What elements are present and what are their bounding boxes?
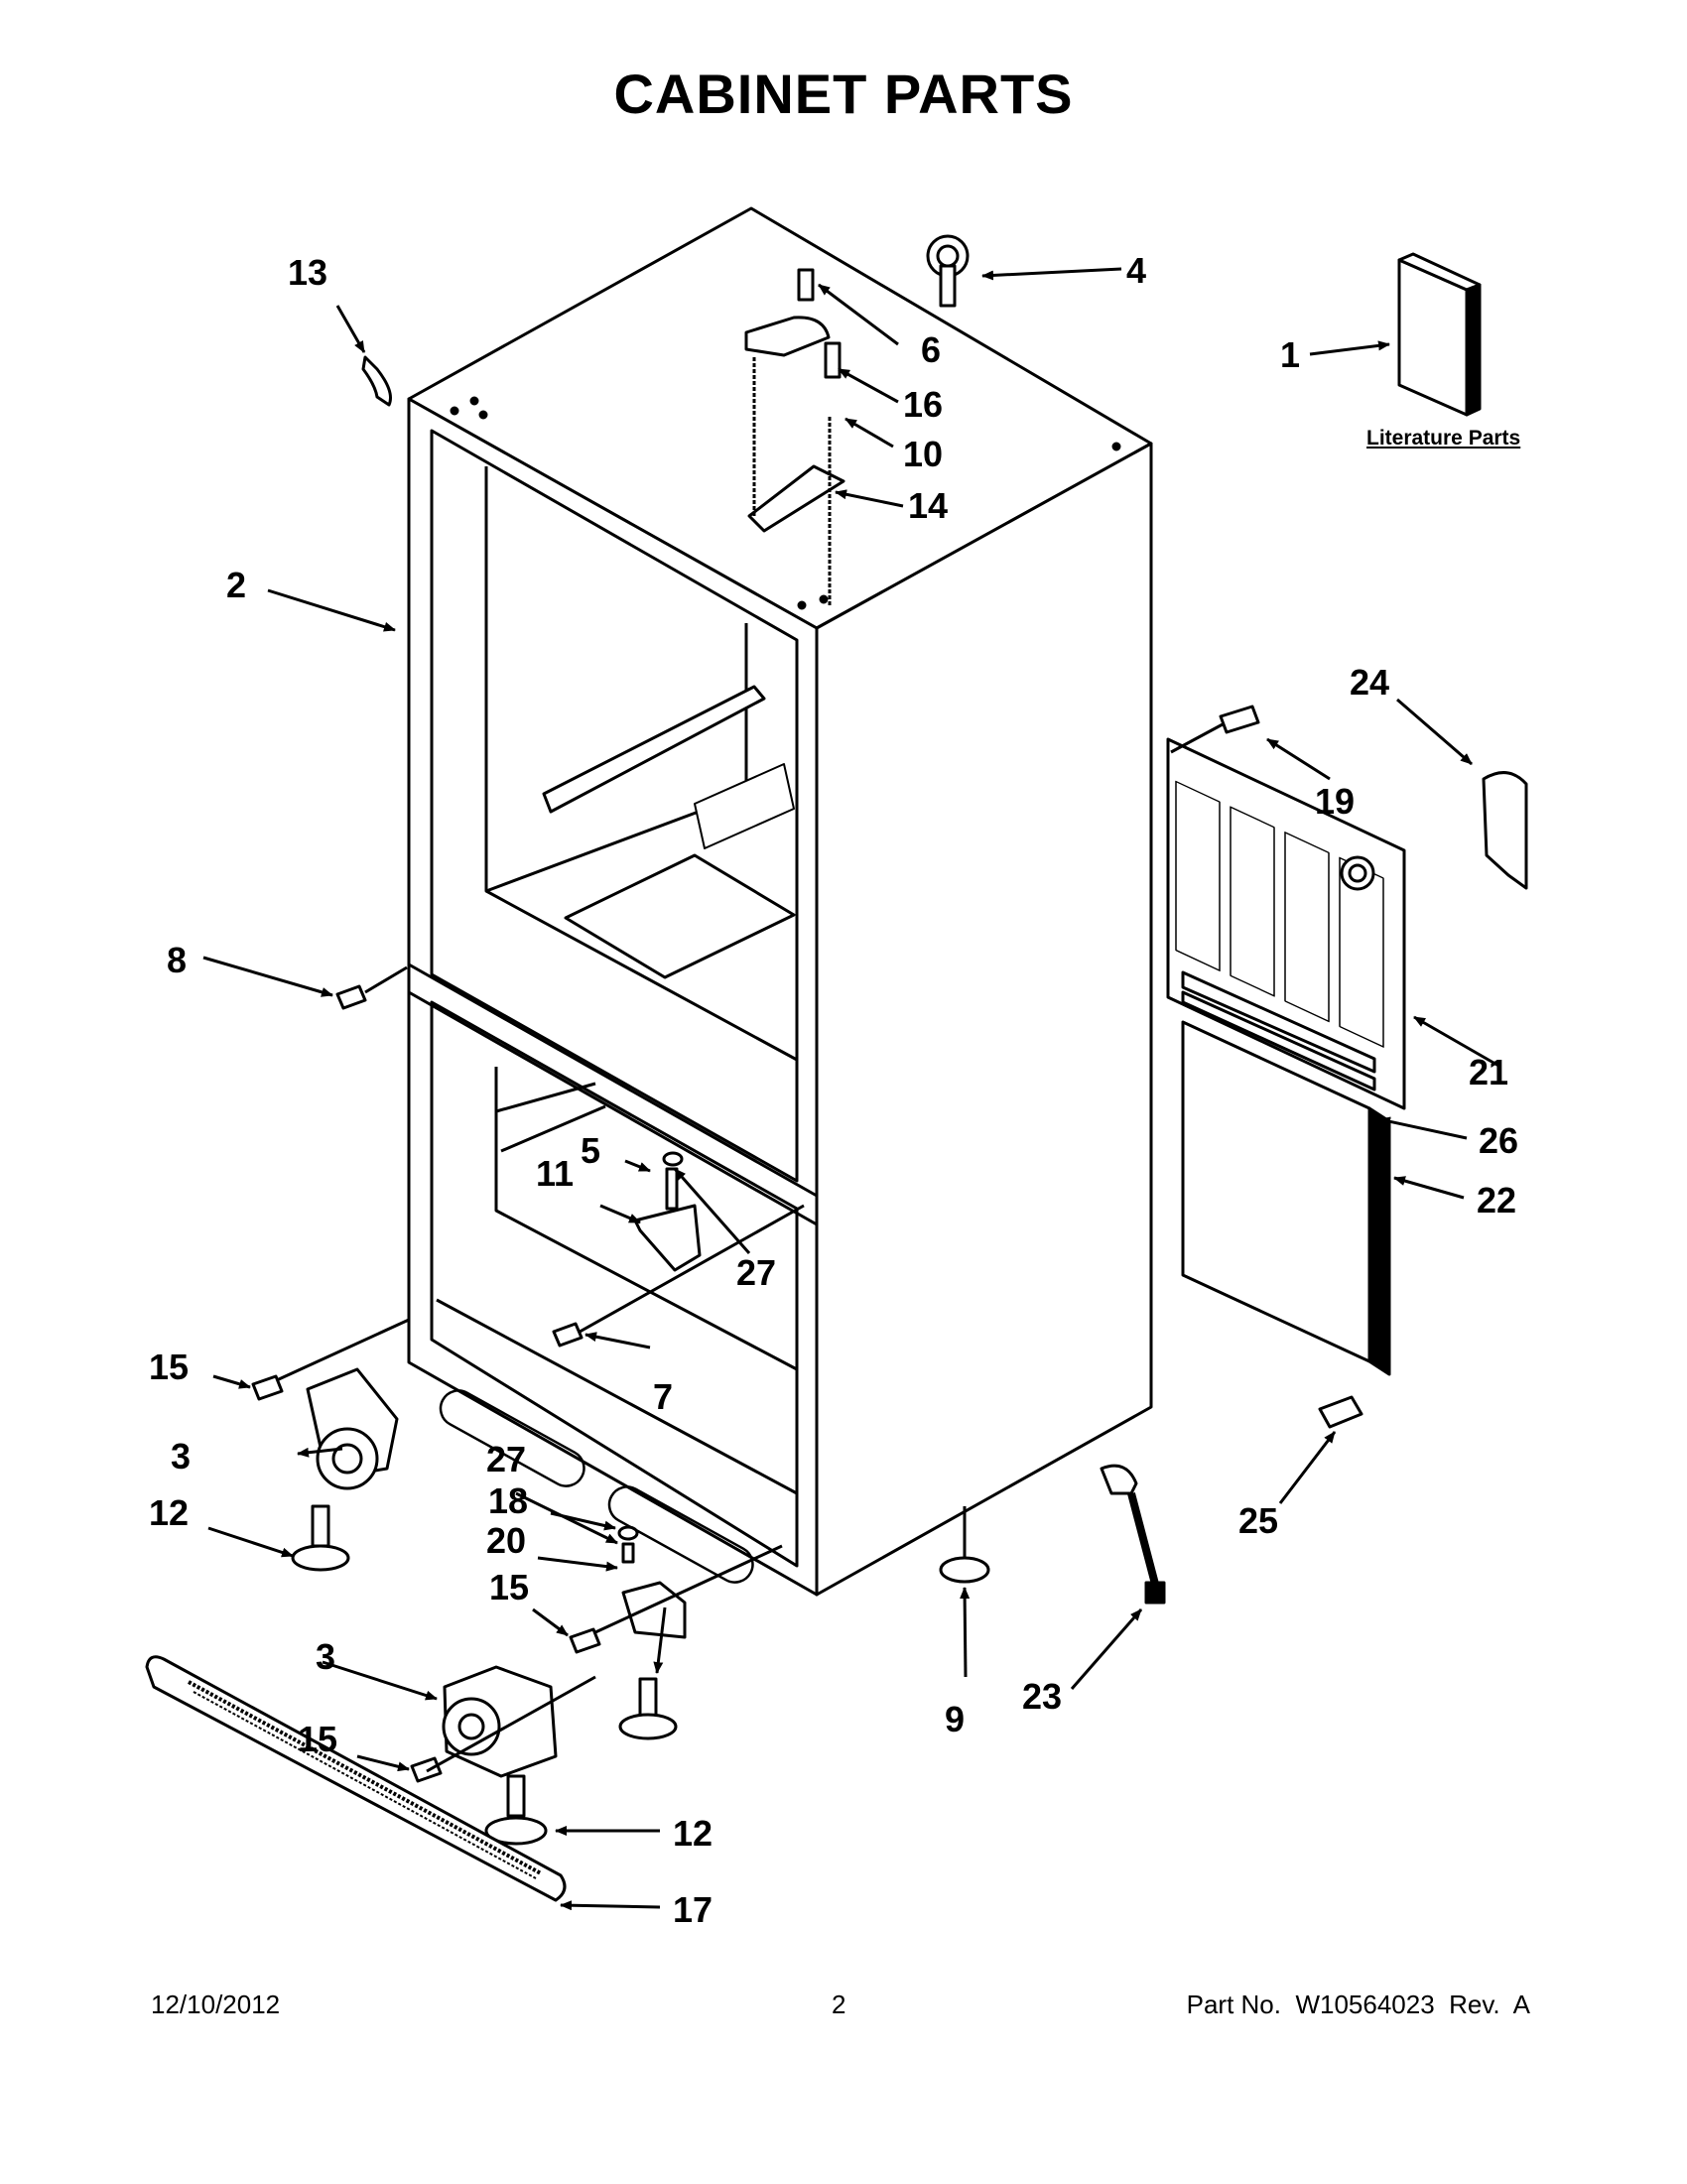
literature-book — [1397, 252, 1482, 417]
callout-1: 1 — [1280, 334, 1300, 375]
callout-10: 10 — [903, 434, 943, 474]
screw-part-15-c — [410, 1756, 443, 1783]
callout-27b: 27 — [736, 1252, 776, 1293]
footer-page-number: 2 — [832, 1990, 846, 2019]
callout-21: 21 — [1469, 1052, 1508, 1092]
screw-part-19 — [1219, 705, 1260, 734]
page-title: CABINET PARTS — [613, 63, 1074, 125]
callout-17: 17 — [673, 1889, 713, 1930]
callout-2: 2 — [226, 565, 246, 605]
callout-8: 8 — [167, 940, 187, 980]
wrench-part-23 — [1100, 1464, 1166, 1605]
roller-part-4 — [926, 234, 970, 308]
baffle-26 — [1181, 990, 1376, 1092]
callout-7: 7 — [653, 1376, 673, 1417]
callout-12a: 12 — [149, 1492, 189, 1533]
callout-15a: 15 — [149, 1347, 189, 1387]
callout-5: 5 — [581, 1130, 600, 1171]
callout-3a: 3 — [171, 1436, 191, 1477]
screw-part-15-b — [569, 1627, 601, 1654]
screw-part-7 — [552, 1322, 584, 1348]
center-hinge-assembly — [565, 1151, 805, 1342]
top-hinge-assembly — [744, 268, 845, 605]
leader-arrows — [202, 267, 1501, 1911]
callout-labels: 1 2 3 3 4 5 6 7 8 9 10 11 12 12 13 14 15… — [149, 250, 1518, 1930]
callout-15b: 15 — [489, 1567, 529, 1607]
callout-23: 23 — [1022, 1676, 1062, 1717]
screw-part-8 — [335, 984, 367, 1010]
callout-22: 22 — [1477, 1180, 1516, 1220]
base-grille-17 — [145, 1655, 567, 1902]
callout-3b: 3 — [316, 1636, 335, 1677]
leveling-leg-b — [618, 1677, 678, 1740]
callout-26: 26 — [1479, 1120, 1518, 1161]
literature-parts-label: Literature Parts — [1366, 427, 1521, 450]
callout-27a: 27 — [486, 1439, 526, 1479]
callout-24: 24 — [1350, 662, 1389, 703]
roller-assembly-right — [426, 1665, 596, 1778]
leveling-leg-a — [291, 1504, 350, 1572]
front-bracket-assembly — [594, 1525, 783, 1639]
callout-13: 13 — [288, 252, 327, 293]
clip-part-25 — [1318, 1395, 1363, 1429]
callout-11: 11 — [536, 1153, 574, 1194]
callout-14: 14 — [908, 485, 948, 526]
seal-strip-26 — [1181, 970, 1376, 1074]
callout-15c: 15 — [298, 1719, 337, 1759]
callout-12b: 12 — [673, 1813, 713, 1854]
callout-9: 9 — [945, 1699, 965, 1739]
callout-6: 6 — [921, 329, 941, 370]
roller-assembly-left — [267, 1318, 410, 1490]
footer-part-number: Part No. W10564023 Rev. A — [1186, 1990, 1530, 2019]
callout-16: 16 — [903, 384, 943, 425]
footer-date: 12/10/2012 — [151, 1990, 281, 2019]
callout-18: 18 — [488, 1480, 528, 1521]
callout-20: 20 — [486, 1520, 526, 1561]
screw-part-15-a — [251, 1374, 284, 1401]
callout-25: 25 — [1238, 1500, 1278, 1541]
callout-19: 19 — [1315, 781, 1355, 822]
leveling-leg-c — [484, 1774, 548, 1846]
callout-4: 4 — [1126, 250, 1146, 291]
foot-pad-part-9 — [939, 1556, 990, 1584]
cabinet-shell — [407, 206, 1153, 1597]
tube-part-13 — [361, 355, 392, 407]
bracket-part-24 — [1482, 771, 1528, 890]
